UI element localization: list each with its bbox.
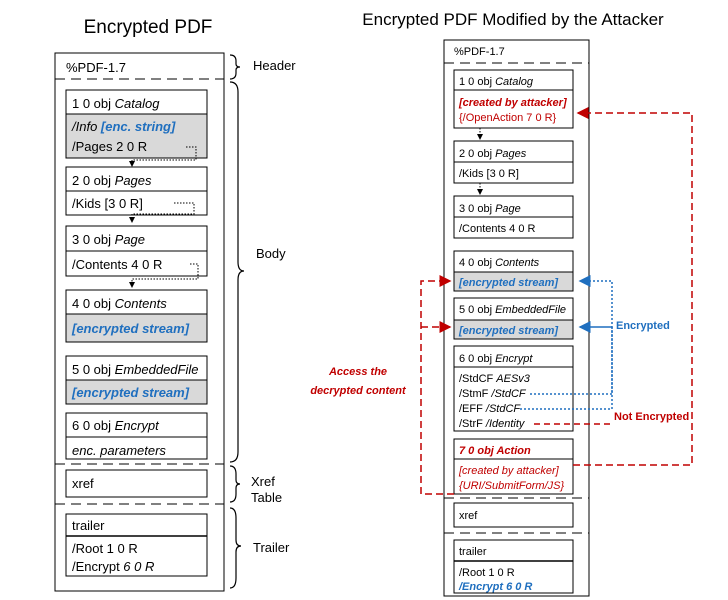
right-contents-stream: [encrypted stream] — [458, 277, 558, 289]
label-xref-1: Xref — [251, 474, 275, 489]
left-file-outline — [54, 52, 225, 592]
left-arrow-pages — [129, 146, 197, 167]
left-title: Encrypted PDF — [84, 17, 213, 38]
right-action-uri: {URI/SubmitForm/JS} — [459, 480, 564, 492]
right-catalog-heading: 1 0 obj Catalog — [459, 76, 534, 88]
right-contents-heading: 4 0 obj Contents — [459, 257, 540, 269]
right-xref-text: xref — [459, 510, 478, 522]
red-arrow-openaction — [573, 107, 693, 466]
label-xref-2: Table — [251, 490, 282, 505]
right-embedded-heading: 5 0 obj EmbeddedFile — [459, 304, 566, 316]
label-not-encrypted: Not Encrypted — [614, 411, 689, 423]
right-file-outline — [443, 39, 590, 597]
left-catalog-info: /Info [enc. string] — [71, 119, 176, 134]
left-encrypt-heading: 6 0 obj Encrypt — [72, 418, 160, 433]
left-catalog-heading: 1 0 obj Catalog — [72, 96, 160, 111]
right-trailer-encrypt: /Encrypt 6 0 R — [458, 581, 532, 593]
right-encrypt-stdcf: /StdCF AESv3 — [459, 373, 531, 385]
red-arrow-access-contents — [420, 275, 454, 495]
right-catalog-created: [created by attacker] — [458, 97, 567, 109]
right-encrypt-stmf: /StmF /StdCF — [459, 388, 527, 400]
right-title: Encrypted PDF Modified by the Attacker — [362, 10, 664, 29]
right-catalog-box — [453, 69, 574, 129]
left-trailer-box — [65, 513, 208, 577]
right-header-text: %PDF-1.7 — [454, 46, 505, 58]
label-access-1: Access the — [328, 366, 387, 378]
right-trailer-box — [453, 539, 574, 594]
label-trailer: Trailer — [253, 540, 290, 555]
label-body: Body — [256, 246, 286, 261]
right-page-contents: /Contents 4 0 R — [459, 223, 535, 235]
brace-header — [229, 54, 241, 80]
left-embedded-heading: 5 0 obj EmbeddedFile — [72, 362, 198, 377]
left-embedded-stream: [encrypted stream] — [71, 385, 190, 400]
label-encrypted: Encrypted — [616, 320, 670, 332]
left-contents-stream: [encrypted stream] — [71, 321, 190, 336]
left-catalog-pages: /Pages 2 0 R — [72, 139, 147, 154]
left-catalog-body — [65, 113, 208, 159]
left-header-text: %PDF-1.7 — [66, 60, 126, 75]
right-encrypt-eff: /EFF /StdCF — [459, 403, 521, 415]
right-encrypt-heading: 6 0 obj Encrypt — [459, 353, 533, 365]
left-pages-kids: /Kids [3 0 R] — [72, 196, 143, 211]
right-pages-kids: /Kids [3 0 R] — [459, 168, 519, 180]
left-contents-heading: 4 0 obj Contents — [72, 296, 167, 311]
right-trailer-label: trailer — [459, 546, 487, 558]
blue-arrow-stmf-contents — [530, 275, 613, 395]
left-trailer-root: /Root 1 0 R — [72, 541, 138, 556]
left-xref-box — [65, 469, 208, 498]
left-encrypt-params: enc. parameters — [72, 443, 166, 458]
right-embedded-body — [453, 319, 574, 340]
right-contents-body — [453, 271, 574, 292]
right-embedded-stream: [encrypted stream] — [458, 325, 558, 337]
left-embedded-body — [65, 379, 208, 405]
right-xref-box — [453, 502, 574, 528]
right-pages-heading: 2 0 obj Pages — [459, 148, 527, 160]
brace-body — [229, 81, 245, 463]
right-encrypt-box — [453, 345, 574, 432]
left-xref-text: xref — [72, 476, 94, 491]
right-page-heading: 3 0 obj Page — [459, 203, 521, 215]
label-header: Header — [253, 58, 296, 73]
label-access-2: decrypted content — [310, 385, 407, 397]
right-action-box — [453, 438, 574, 495]
left-arrow-page — [129, 202, 195, 223]
left-page-contents: /Contents 4 0 R — [72, 257, 162, 272]
right-action-heading: 7 0 obj Action — [459, 445, 531, 457]
brace-xref — [229, 465, 241, 503]
left-encrypt-box — [65, 412, 208, 460]
left-page-heading: 3 0 obj Page — [72, 232, 145, 247]
right-trailer-root: /Root 1 0 R — [459, 567, 515, 579]
left-trailer-encrypt: /Encrypt 6 0 R — [72, 559, 154, 574]
left-contents-body — [65, 313, 208, 343]
left-trailer-label: trailer — [72, 518, 105, 533]
right-catalog-openaction: {/OpenAction 7 0 R} — [459, 112, 557, 124]
brace-trailer — [229, 507, 242, 589]
right-action-created: [created by attacker] — [458, 465, 560, 477]
right-encrypt-strf: /StrF /Identity — [459, 418, 526, 430]
left-pages-heading: 2 0 obj Pages — [72, 173, 152, 188]
left-catalog-head — [65, 89, 208, 115]
